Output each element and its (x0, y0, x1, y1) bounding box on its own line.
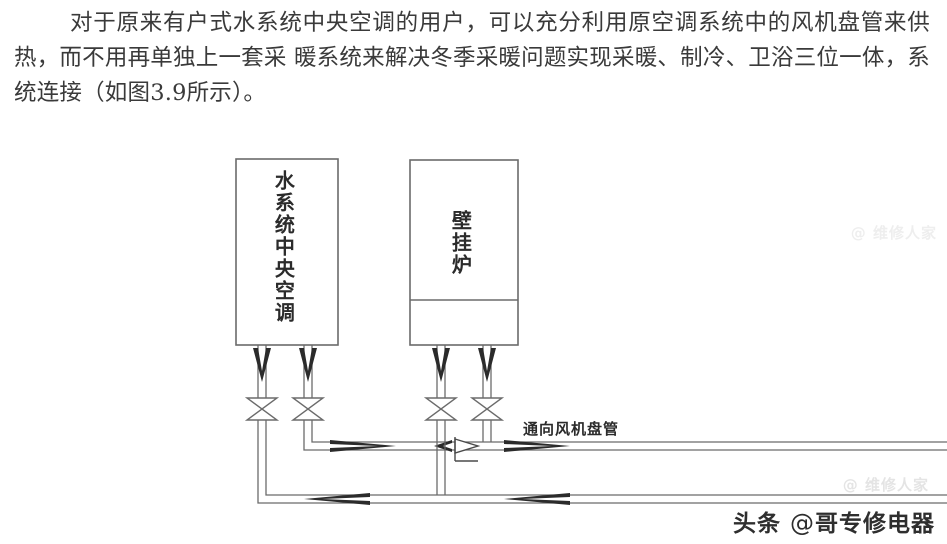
gate-valve-3 (423, 397, 459, 421)
unit-box-water-system-central-ac (235, 158, 339, 346)
flow-arrow-down-2 (299, 348, 317, 382)
gate-valve-4 (469, 397, 505, 421)
flow-arrow-left-1 (304, 493, 370, 505)
unit-label-wall-hung-boiler: 壁挂炉 (448, 210, 473, 276)
system-connection-diagram: 水系统中央空调 壁挂炉 通向风机盘管 (0, 130, 947, 544)
flow-arrow-down-4 (478, 348, 496, 382)
flow-arrow-left-2 (504, 493, 570, 505)
return-pipe-group (257, 438, 947, 504)
supply-flow-arrow-group (330, 440, 570, 452)
flow-arrow-right-1 (330, 440, 396, 452)
flow-arrow-down-3 (432, 348, 450, 382)
unit-label-water-system-central-ac: 水系统中央空调 (271, 170, 296, 324)
supply-pipe-group (303, 438, 947, 451)
gate-valve-group (244, 397, 505, 421)
unit-box-wall-hung-boiler (409, 159, 519, 346)
pipe-riser-group (257, 345, 492, 438)
diagram-svg (235, 158, 947, 505)
riser-flow-arrow-group (253, 348, 496, 382)
flow-arrow-down-1 (253, 348, 271, 382)
flow-arrow-right-2 (504, 440, 570, 452)
return-flow-arrow-group (304, 493, 570, 505)
check-valve (434, 437, 481, 462)
gate-valve-1 (244, 397, 280, 421)
gate-valve-2 (290, 397, 326, 421)
check-valve-body (454, 438, 481, 454)
annotation-label-to-fan-coil: 通向风机盘管 (523, 420, 620, 438)
check-valve-direction-arrow (434, 440, 452, 452)
body-paragraph: 对于原来有户式水系统中央空调的用户，可以充分利用原空调系统中的风机盘管来供热，而… (14, 10, 930, 106)
